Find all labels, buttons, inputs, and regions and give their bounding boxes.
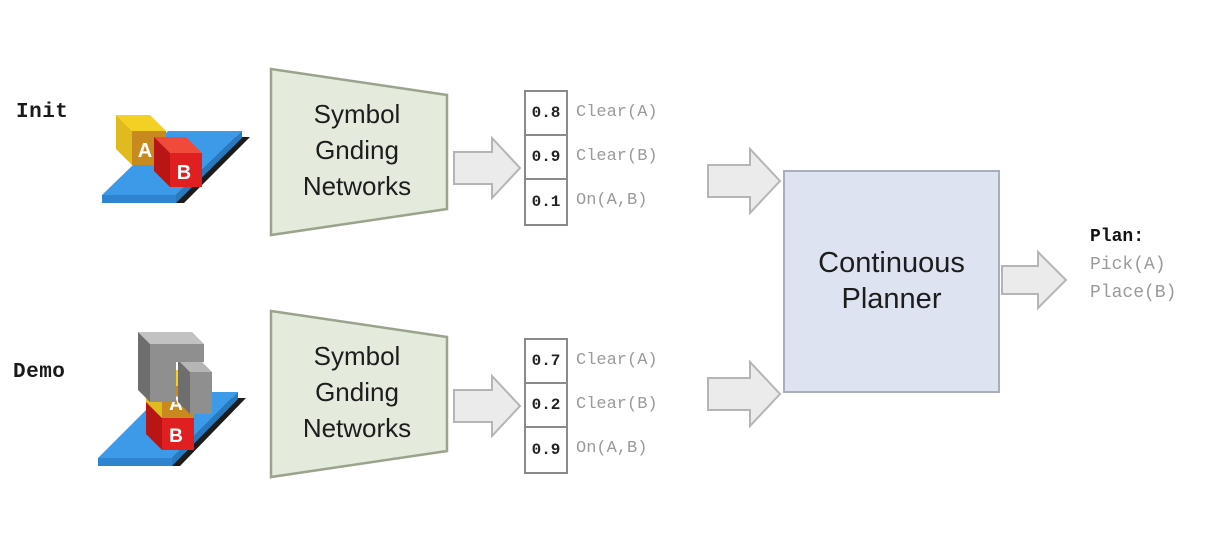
continuous-planner-box[interactable]: Continuous Planner xyxy=(783,170,1000,393)
arrow-planner-to-plan xyxy=(1000,248,1068,317)
predicate-name: Clear(A) xyxy=(576,102,658,122)
predicate-name: Clear(B) xyxy=(576,146,658,166)
scene-init-svg: A B xyxy=(102,115,250,203)
svg-text:B: B xyxy=(169,426,183,447)
predicate-value-boxes-demo: 0.7 0.2 0.9 xyxy=(524,338,568,474)
predicate-name: On(A,B) xyxy=(576,438,648,458)
predicate-row: 0.2 xyxy=(526,384,566,428)
predicate-value: 0.9 xyxy=(531,441,561,459)
predicate-value: 0.9 xyxy=(526,136,566,180)
predicate-name: Clear(A) xyxy=(576,350,658,370)
plan-title: Plan: xyxy=(1090,227,1145,247)
predicate-value: 0.1 xyxy=(531,193,561,211)
module-trapezoid-shape-init xyxy=(269,67,449,237)
predicate-table-demo: 0.7 0.2 0.9 Clear(A) Clear(B) On(A,B) xyxy=(524,338,658,474)
arrow-predicates-to-planner-demo xyxy=(706,358,782,435)
plan-step-2: Place(B) xyxy=(1090,282,1177,303)
predicate-row: 0.7 xyxy=(526,340,566,384)
arrow-right-icon xyxy=(1001,249,1068,311)
predicate-table-init: 0.8 0.9 0.1 Clear(A) Clear(B) On(A,B) xyxy=(524,90,658,226)
scene-init-blocks: A B xyxy=(50,75,250,215)
predicate-row: 0.1 xyxy=(526,180,566,224)
arrow-predicates-to-planner-init xyxy=(706,145,782,222)
planner-line-1: Continuous xyxy=(818,247,965,280)
arrow-right-icon xyxy=(453,373,522,439)
arrow-right-icon xyxy=(707,359,782,429)
svg-text:B: B xyxy=(177,162,191,184)
continuous-planner-label: Continuous Planner xyxy=(818,246,965,317)
scene-demo-svg: B A xyxy=(98,332,246,466)
arrow-module-to-predicates-init xyxy=(452,134,522,207)
arrow-right-icon xyxy=(707,146,782,216)
predicate-value-boxes-init: 0.8 0.9 0.1 xyxy=(524,90,568,226)
predicate-row: 0.9 xyxy=(526,428,566,472)
module-symbol-grounding-networks-demo[interactable]: Symbol Gnding Networks xyxy=(268,306,450,479)
predicate-value: 0.8 xyxy=(526,92,566,136)
predicate-value: 0.2 xyxy=(526,384,566,428)
row-label-demo: Demo xyxy=(13,361,66,384)
module-trapezoid-shape-demo xyxy=(269,309,449,479)
arrow-right-icon xyxy=(453,135,522,201)
predicate-name: On(A,B) xyxy=(576,190,648,210)
scene-demo-blocks-gripper: B A xyxy=(42,310,246,466)
module-symbol-grounding-networks-init[interactable]: Symbol Gnding Networks xyxy=(268,64,450,237)
predicate-name: Clear(B) xyxy=(576,394,658,414)
predicate-value: 0.7 xyxy=(526,340,566,384)
plan-step-1: Pick(A) xyxy=(1090,254,1166,275)
arrow-module-to-predicates-demo xyxy=(452,372,522,445)
svg-text:A: A xyxy=(138,140,152,162)
plan-output: Plan: Pick(A) Place(B) xyxy=(1090,224,1176,308)
predicate-row: 0.8 xyxy=(526,92,566,136)
row-label-init: Init xyxy=(16,101,69,124)
planner-line-2: Planner xyxy=(841,282,942,315)
predicate-row: 0.9 xyxy=(526,136,566,180)
